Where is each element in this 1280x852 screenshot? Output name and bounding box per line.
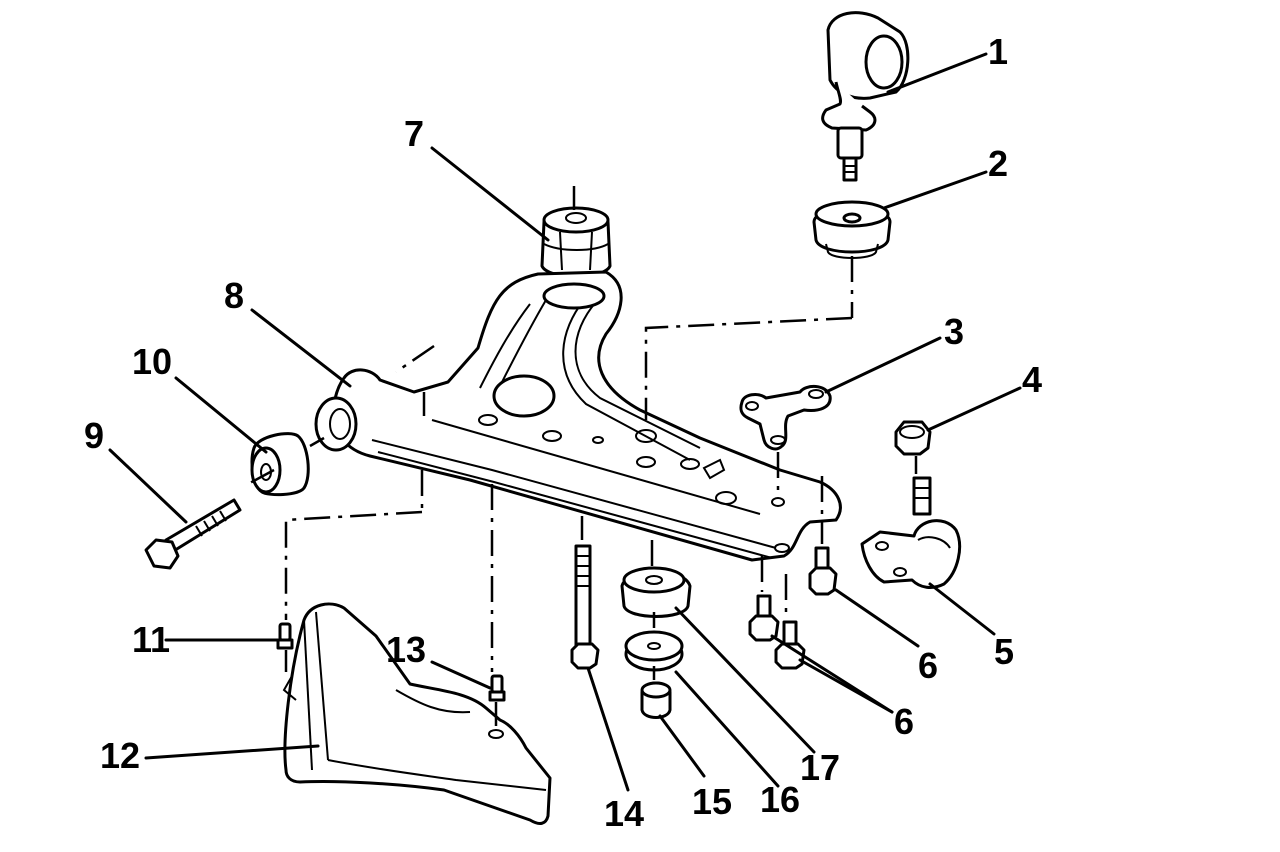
callout-10: 10 [132,341,172,382]
callout-12: 12 [100,735,140,776]
part-bolt-6b [748,594,780,642]
part-ball-joint [860,476,961,589]
callout-8: 8 [224,275,244,316]
part-stud-11 [276,622,294,650]
assembly-lines [247,186,918,726]
part-bolt-6a [808,546,838,596]
callout-9: 9 [84,415,104,456]
part-rubber-bush [250,432,310,497]
callout-4: 4 [1022,359,1042,400]
callout-13: 13 [386,629,426,670]
callout-5: 5 [994,631,1014,672]
part-vertical-bolt [570,544,600,670]
callout-6a: 6 [918,645,938,686]
callout-7: 7 [404,113,424,154]
leader-lines [108,52,1022,792]
callout-11: 11 [132,619,170,660]
part-underbody-shield [282,602,552,825]
part-mount-bushing [620,566,692,618]
part-bolt-6c [774,620,806,670]
part-stabilizer-link [821,11,910,182]
callout-2: 2 [988,143,1008,184]
callout-15: 15 [692,781,732,822]
callout-3: 3 [944,311,964,352]
callout-16: 16 [760,779,800,820]
part-stud-13 [488,674,506,702]
part-rubber-bushing [812,200,892,259]
part-long-bolt [144,498,242,570]
part-nut [894,420,932,456]
callout-1: 1 [988,31,1008,72]
part-washer [624,630,684,672]
callout-14: 14 [604,793,644,834]
callout-17: 17 [800,747,840,788]
callout-labels: 1 2 3 4 5 6 6 7 8 9 10 11 12 13 14 15 16… [84,31,1042,834]
control-arm [314,270,842,562]
callout-6b: 6 [894,701,914,742]
part-retaining-plate [739,385,832,451]
part-vertical-bushing [540,206,612,278]
part-small-bush [640,681,672,719]
